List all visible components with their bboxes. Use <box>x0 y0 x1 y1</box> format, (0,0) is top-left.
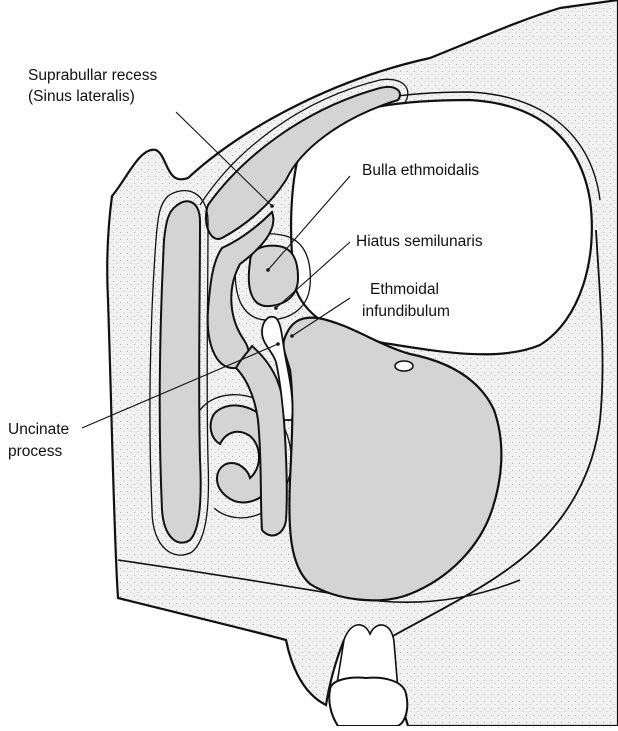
tooth-crown <box>329 678 407 727</box>
label-suprabullar-line2: (Sinus lateralis) <box>28 88 135 105</box>
ostium <box>395 361 413 371</box>
label-suprabullar-line1: Suprabullar recess <box>28 67 157 84</box>
label-hiatus-semilunaris: Hiatus semilunaris <box>356 233 483 250</box>
label-uncinate-line2: process <box>8 443 63 460</box>
label-suprabullar-recess: Suprabullar recess (Sinus lateralis) <box>28 67 162 105</box>
label-uncinate-process: Uncinate process <box>8 421 74 460</box>
label-bulla-ethmoidalis: Bulla ethmoidalis <box>362 162 479 179</box>
bulla-ethmoidalis <box>249 246 298 307</box>
label-uncinate-line1: Uncinate <box>8 421 69 438</box>
label-infundibulum-line2: infundibulum <box>362 303 450 320</box>
label-infundibulum-line1: Ethmoidal <box>370 281 439 298</box>
nasal-cavity-left <box>160 201 201 542</box>
